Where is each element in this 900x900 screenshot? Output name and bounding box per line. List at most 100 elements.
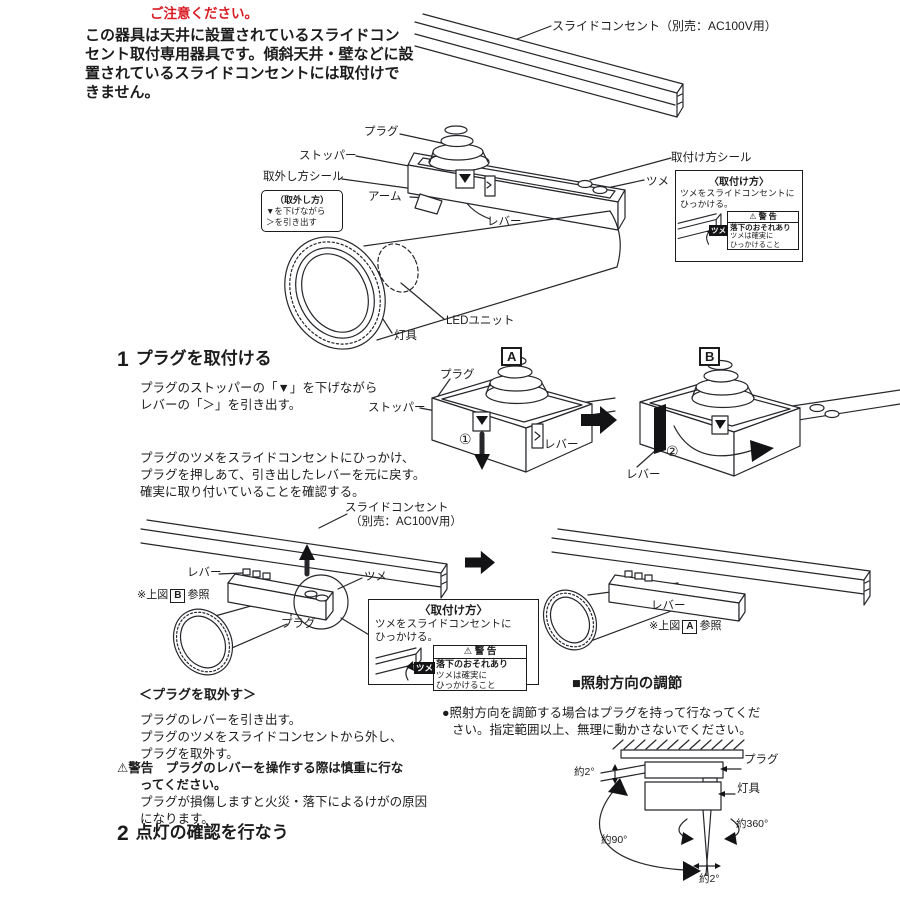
step1-confirm: プラグを押しあて、引き出したレバーを元に戻す。 (140, 468, 426, 482)
angle-rotate-label: 約360° (736, 818, 769, 830)
plug-label: プラグ (364, 126, 399, 138)
warning-box: ⚠ 警 告 落下のおそれあり ツメは確実に ひっかけること (433, 645, 527, 691)
lamp-label: 灯具 (394, 330, 417, 342)
install-note-line: ツメをスライドコンセントに (680, 188, 795, 198)
step1-desc: レバーの「＞」を引き出す。 (140, 398, 302, 412)
stopper-label: ストッパー (368, 402, 426, 414)
step1-confirm: 確実に取り付いていることを確認する。 (140, 485, 365, 499)
arrow-right-icon (581, 406, 617, 434)
adjust-desc: ●照射方向を調節する場合はプラグを持って行なってくだ (442, 706, 761, 720)
arm-label: アーム (368, 191, 402, 203)
install-note-box: 〈取付け方〉 ツメをスライドコンセントに ひっかける。 ツメ ⚠ 警 告 落下の… (675, 170, 803, 262)
notice-line: セント取付専用器具です。傾斜天井・壁などに設 (85, 46, 414, 63)
lever-label: レバー (187, 567, 222, 579)
warning-line: ひっかけること (436, 680, 496, 690)
caution-body: になります。 (140, 812, 214, 826)
adjust-title: ■照射方向の調節 (572, 676, 683, 692)
figure-a-tag: A (501, 347, 523, 366)
adjust-desc: さい。指定範囲以上、無理に動かさないでください。 (452, 723, 752, 737)
install-note-mini-diagram: ツメ (369, 644, 435, 689)
top-rail-drawing (414, 13, 684, 118)
angle-top-label: 約2° (574, 766, 595, 778)
angle-bottom-label: 約2° (699, 873, 720, 885)
ref-b-box: B (170, 589, 186, 603)
ref-suffix: 参照 (699, 620, 722, 632)
plug-assembly-drawing (341, 125, 672, 231)
install-note-mini-diagram: ツメ (676, 210, 728, 253)
warning-title: ⚠ 警 告 (728, 212, 798, 223)
removal-note-title: （取外し方） (274, 195, 329, 205)
step1-number: 1 (117, 348, 129, 371)
claw-label: ツメ (364, 571, 387, 583)
warning-line: ひっかけること (730, 239, 781, 249)
notice-line: 置されているスライドコンセントには取付けで (85, 65, 400, 82)
removal-seal-label: 取外し方シール (263, 171, 344, 183)
step2-heading: 2 点灯の確認を行なう (117, 818, 289, 846)
step2-number: 2 (117, 822, 129, 845)
caution-head: ってください。 (140, 778, 227, 792)
step1-confirm: プラグのツメをスライドコンセントにひっかけ、 (140, 451, 415, 465)
plug-label: プラグ (744, 754, 779, 766)
rail-label: スライドコンセント (345, 502, 449, 514)
step1-heading: 1 プラグを取付ける (117, 344, 272, 372)
install-note-box: 〈取付け方〉 ツメをスライドコンセントに ひっかける。 ツメ ⚠ 警 告 落下の… (368, 599, 539, 691)
attach-left-drawing (140, 513, 448, 676)
figure-b-drawing (636, 359, 900, 477)
notice-line: きません。 (85, 84, 160, 101)
spotlight-drawing (284, 210, 621, 350)
step2-title: 点灯の確認を行なう (135, 823, 289, 842)
install-note-line: ひっかける。 (680, 199, 733, 209)
claw-tag: ツメ (709, 225, 728, 236)
lever-label: レバー (487, 216, 522, 228)
step1-desc: プラグのストッパーの「▼」を下げながら (140, 381, 378, 395)
lever-label: レバー (626, 469, 661, 481)
figure-b-tag: B (699, 347, 721, 366)
claw-label: ツメ (646, 176, 669, 188)
notice-line: この器具は天井に設置されているスライドコン (85, 27, 400, 44)
install-note-title: 〈取付け方〉 (709, 177, 769, 188)
ref-suffix: 参照 (187, 589, 210, 601)
stopper-label: ストッパー (299, 150, 357, 162)
warning-line: 落下のおそれあり (730, 223, 791, 232)
warning-title: ⚠ 警 告 (434, 646, 526, 659)
install-note-line: ツメをスライドコンセントに (375, 618, 512, 630)
ref-prefix: ※上図 (649, 620, 681, 632)
rail-label: （別売：AC100V用） (350, 516, 462, 528)
removal-note-box: （取外し方） ▼を下げながら ＞を引き出す (261, 190, 343, 232)
caution-head: ⚠警告 プラグのレバーを操作する際は慎重に行な (117, 761, 404, 775)
lever-label: レバー (544, 439, 579, 451)
led-unit-label: LEDユニット (446, 315, 515, 327)
angle-swing-label: 約90° (601, 834, 628, 846)
detach-line: プラグのツメをスライドコンセントから外し、 (140, 730, 403, 744)
lever-label: レバー (651, 600, 686, 612)
removal-note-line: ＞を引き出す (266, 217, 318, 227)
attach-right-drawing (542, 528, 871, 651)
claw-tag: ツメ (413, 662, 435, 674)
figure-a-drawing (419, 355, 616, 473)
step-mark-2: ② (666, 443, 679, 459)
install-note-title: 〈取付け方〉 (419, 605, 488, 617)
caution-body: プラグが損傷しますと火災・落下によるけがの原因 (140, 795, 428, 809)
ref-prefix: ※上図 (137, 589, 169, 601)
removal-note-line: ▼を下げながら (266, 206, 326, 216)
warning-box: ⚠ 警 告 落下のおそれあり ツメは確実に ひっかけること (727, 211, 799, 250)
plug-label: プラグ (440, 369, 475, 381)
rail-label: スライドコンセント（別売：AC100V用） (552, 19, 777, 33)
step1-title: プラグを取付ける (135, 349, 272, 368)
ref-a-box: A (682, 620, 698, 634)
plug-label: プラグ (281, 618, 316, 630)
detach-line: プラグのレバーを引き出す。 (140, 713, 302, 727)
warning-line: ツメは確実に (730, 231, 774, 240)
lamp-label: 灯具 (737, 783, 760, 795)
attention-note: ご注意ください。 (150, 6, 258, 21)
step-mark-1: ① (459, 431, 472, 447)
detach-title: ＜プラグを取外す＞ (139, 687, 257, 702)
adjustment-drawing (599, 739, 745, 881)
warning-line: 落下のおそれあり (436, 659, 509, 669)
install-note-line: ひっかける。 (375, 631, 438, 643)
warning-line: ツメは確実に (436, 670, 488, 680)
install-seal-label: 取付け方シール (671, 152, 752, 164)
